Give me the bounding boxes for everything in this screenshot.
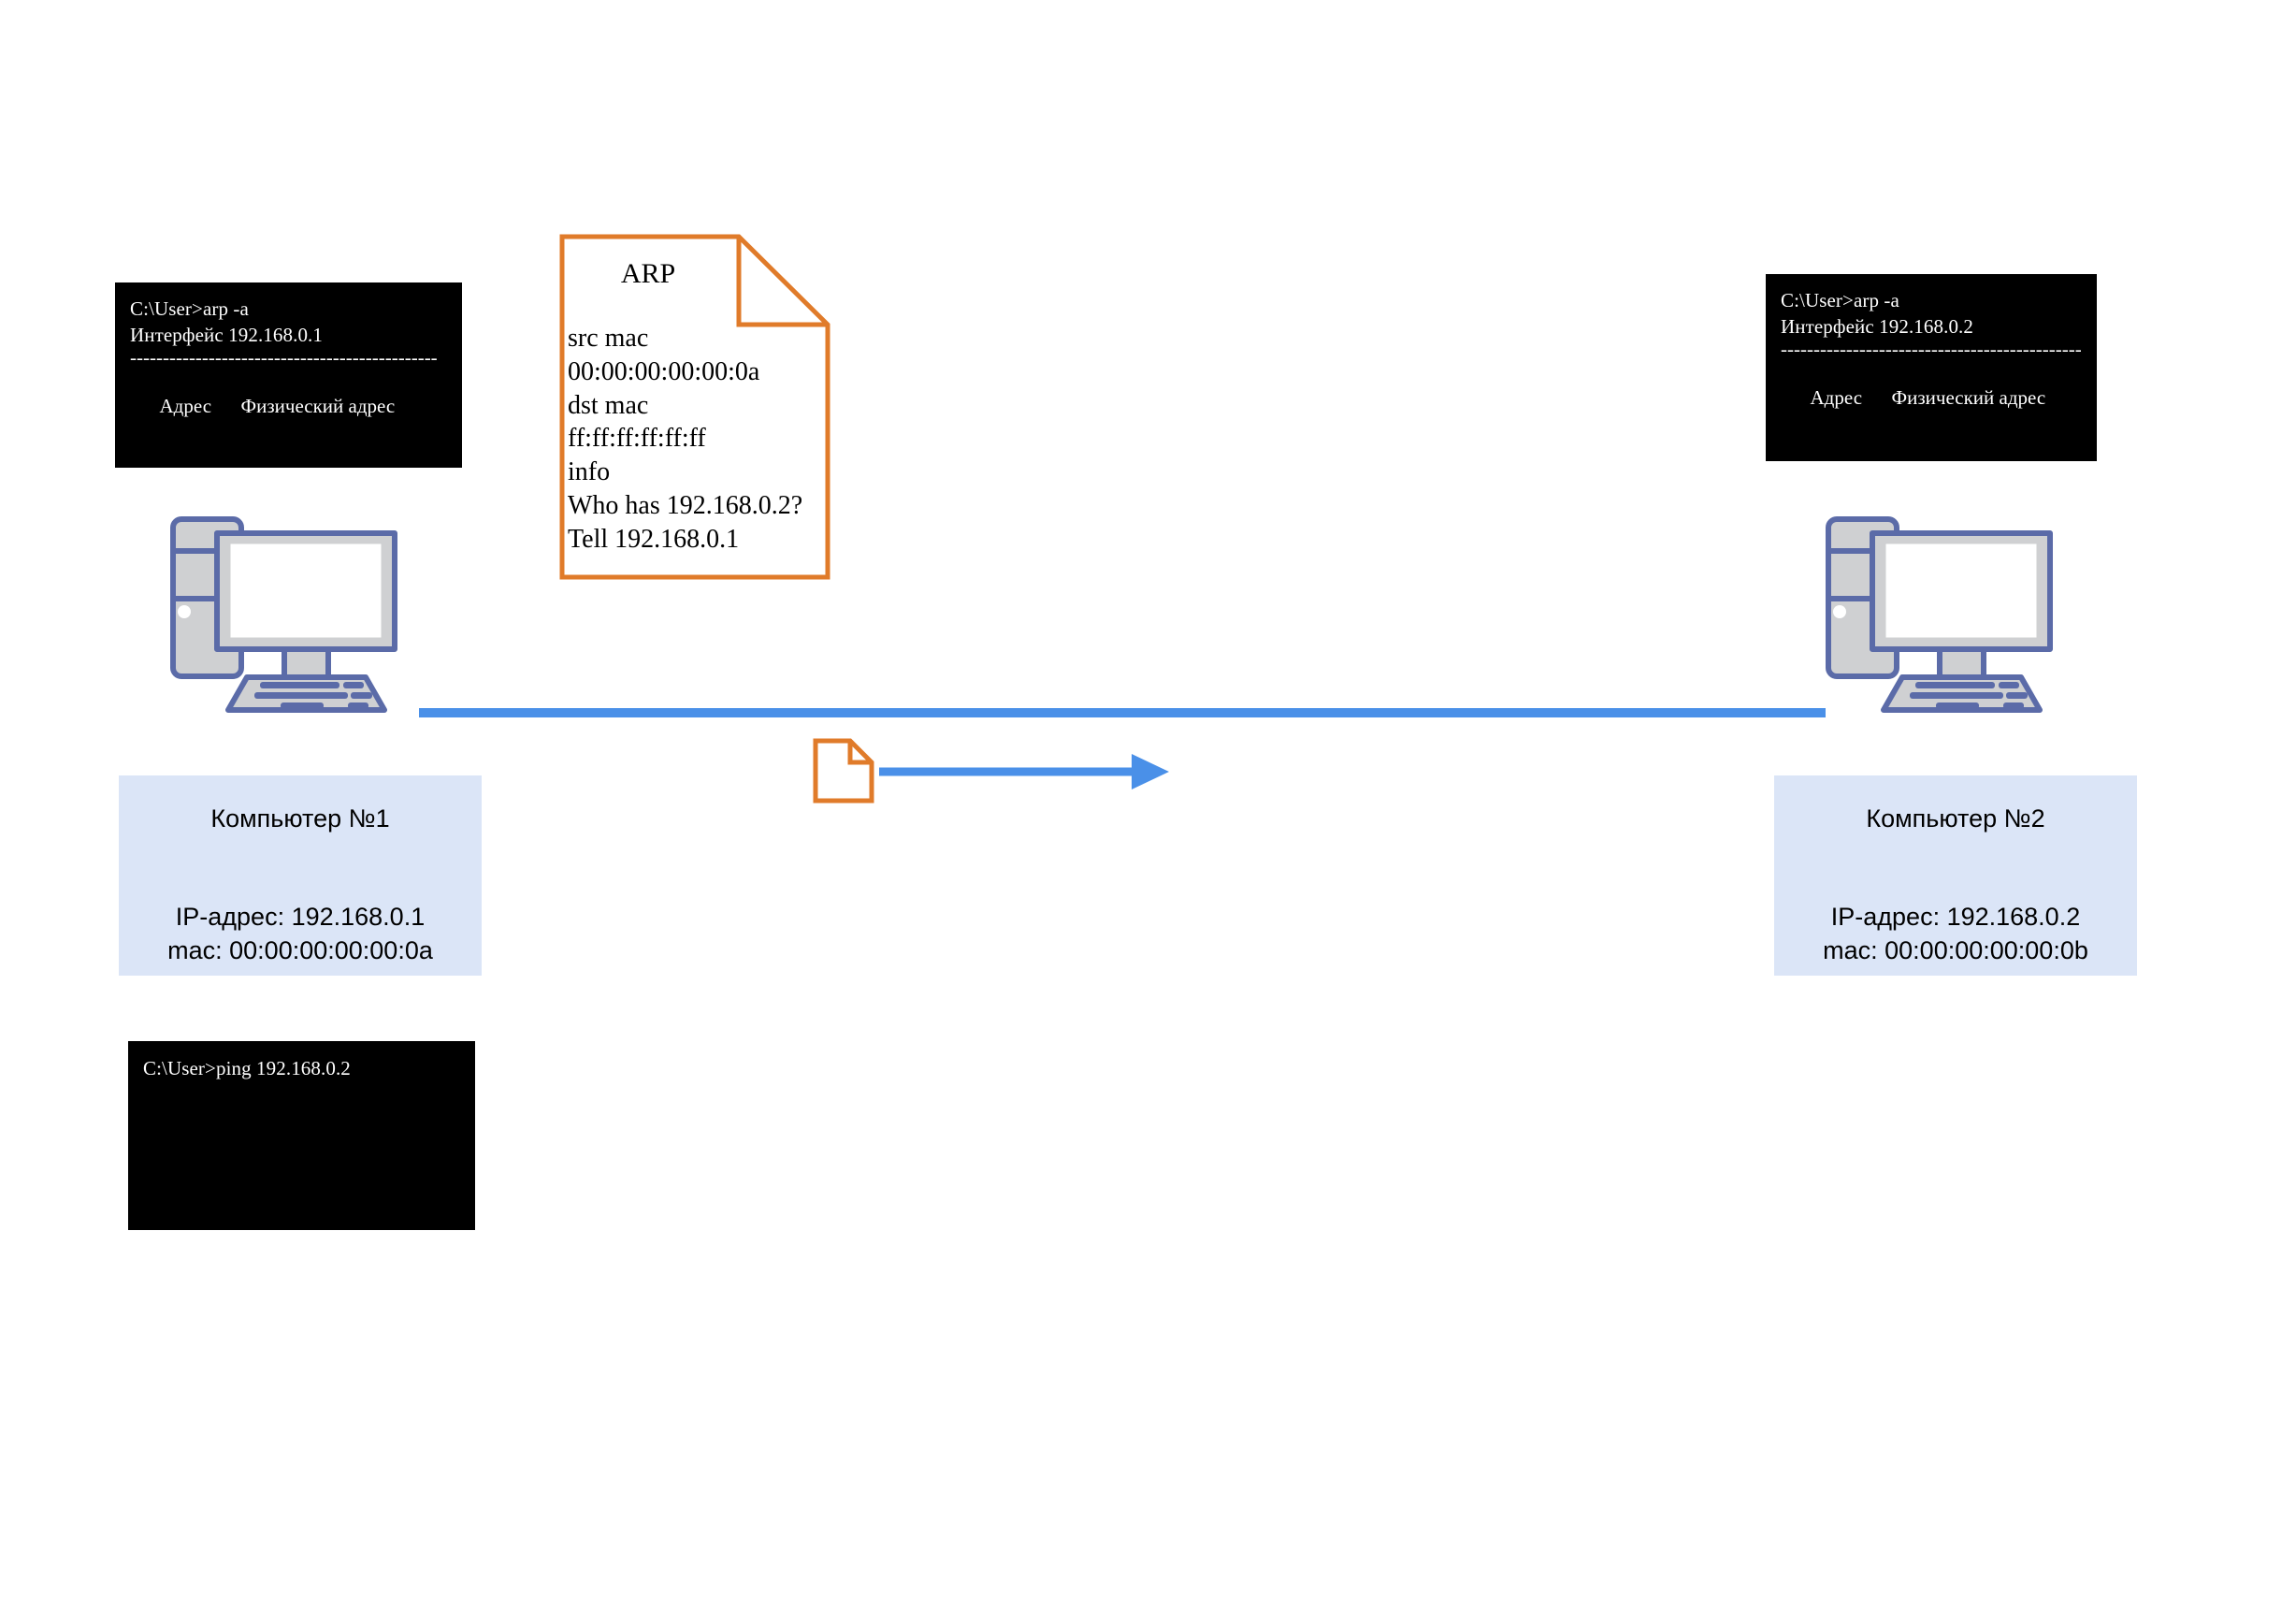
terminal-command-line: C:\User>arp -a xyxy=(130,297,249,320)
column-gap xyxy=(211,395,241,417)
computer-1-details: IP-адрес: 192.168.0.1 mac: 00:00:00:00:0… xyxy=(167,903,433,964)
computer-keyboard-keys xyxy=(254,682,372,709)
packet-document-icon xyxy=(813,738,874,804)
column-header-address: Адрес xyxy=(1810,386,1863,410)
arp-packet-document[interactable]: ARP src mac 00:00:00:00:00:0a dst mac ff… xyxy=(559,234,830,580)
column-gap xyxy=(1862,386,1892,409)
column-header-physical: Физический адрес xyxy=(1891,386,2046,410)
computer-power-dot xyxy=(1833,605,1846,618)
terminal-column-dividers: ------------- --------------------------… xyxy=(130,446,447,468)
terminal-column-headers: Адрес Физический адрес xyxy=(130,368,447,445)
info-box-computer-2: Компьютер №2 IP-адрес: 192.168.0.2 mac: … xyxy=(1774,775,2137,976)
terminal-interface-line: Интерфейс 192.168.0.1 xyxy=(130,323,323,346)
document-shape-icon xyxy=(559,234,830,580)
network-link-line xyxy=(419,708,1826,717)
computer-icon-1[interactable] xyxy=(157,508,428,723)
terminal-column-dividers: ------------- --------------------------… xyxy=(1781,438,2082,461)
terminal-command-line: C:\User>arp -a xyxy=(1781,289,1899,311)
column-header-physical: Физический адрес xyxy=(240,395,396,418)
computer-power-dot xyxy=(178,605,191,618)
terminal-divider-top: ----------------------------------------… xyxy=(130,348,438,369)
terminal-divider-top: ----------------------------------------… xyxy=(1781,340,2082,360)
terminal-interface-line: Интерфейс 192.168.0.2 xyxy=(1781,314,1973,338)
computer-1-label: Компьютер №1 xyxy=(210,804,390,833)
arrow-right-icon xyxy=(879,754,1169,789)
info-box-computer-1: Компьютер №1 IP-адрес: 192.168.0.1 mac: … xyxy=(119,775,482,976)
computer-keyboard-keys xyxy=(1910,682,2028,709)
arp-packet-body: src mac 00:00:00:00:00:0a dst mac ff:ff:… xyxy=(568,324,803,554)
terminal-arp-computer-1[interactable]: C:\User>arp -a Интерфейс 192.168.0.1 ---… xyxy=(115,282,462,468)
computer-icon-2[interactable] xyxy=(1812,508,2084,723)
arp-packet-title: ARP xyxy=(620,258,676,289)
column-header-address: Адрес xyxy=(159,395,212,418)
terminal-arp-computer-2[interactable]: C:\User>arp -a Интерфейс 192.168.0.2 ---… xyxy=(1766,274,2097,461)
terminal-ping-computer-1[interactable]: C:\User>ping 192.168.0.2 xyxy=(128,1041,475,1230)
computer-2-details: IP-адрес: 192.168.0.2 mac: 00:00:00:00:0… xyxy=(1823,903,2088,964)
terminal-column-headers: Адрес Физический адрес xyxy=(1781,359,2082,437)
terminal-command-line: C:\User>ping 192.168.0.2 xyxy=(143,1057,351,1079)
computer-2-label: Компьютер №2 xyxy=(1866,804,2045,833)
